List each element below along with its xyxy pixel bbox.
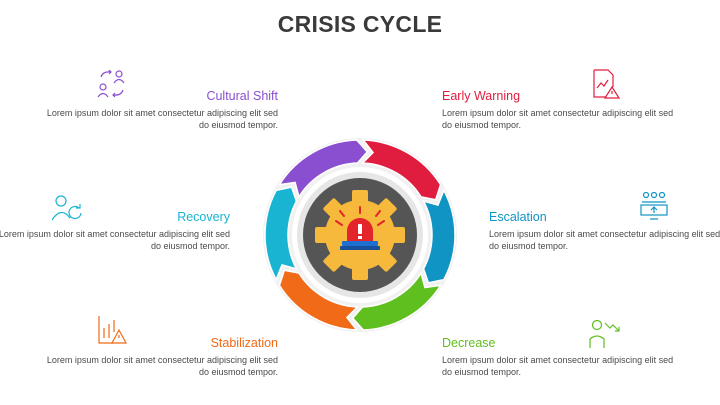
stage-text-escalation: Lorem ipsum dolor sit amet consectetur a… [489,229,720,251]
stage-block-recovery: Recovery Lorem ipsum dolor sit amet cons… [0,210,230,252]
stage-text-early-warning: Lorem ipsum dolor sit amet consectetur a… [442,108,674,130]
stage-block-decrease: Decrease Lorem ipsum dolor sit amet cons… [442,336,682,378]
ring-segment-decrease [351,271,443,331]
chart-warning-icon [98,316,128,344]
stage-block-escalation: Escalation Lorem ipsum dolor sit amet co… [489,210,720,252]
stage-block-cultural-shift: Cultural Shift Lorem ipsum dolor sit ame… [38,89,278,131]
gear-alarm-icon [315,190,405,280]
ring-segment-early-warning [360,139,442,201]
stage-heading-recovery: Recovery [177,210,230,224]
team-escalation-icon [640,191,668,220]
ring-segment-escalation [422,188,456,284]
person-decrease-icon [589,319,620,348]
stage-heading-cultural-shift: Cultural Shift [206,89,278,103]
stage-heading-escalation: Escalation [489,210,547,224]
document-warning-icon [593,69,621,99]
stage-text-cultural-shift: Lorem ipsum dolor sit amet consectetur a… [46,108,278,130]
stage-text-stabilization: Lorem ipsum dolor sit amet consectetur a… [46,355,278,377]
stage-text-recovery: Lorem ipsum dolor sit amet consectetur a… [0,229,230,251]
stage-heading-early-warning: Early Warning [442,89,521,103]
page-title: CRISIS CYCLE [277,11,443,37]
ring-segment-recovery [264,186,298,282]
ring-segment-stabilization [278,269,360,331]
stage-block-stabilization: Stabilization Lorem ipsum dolor sit amet… [38,336,278,378]
stage-heading-stabilization: Stabilization [210,336,278,350]
stage-block-early-warning: Early Warning Lorem ipsum dolor sit amet… [442,89,682,131]
center-hub [292,167,428,303]
stage-heading-decrease: Decrease [442,336,496,350]
ring-segment-cultural-shift [277,139,369,199]
person-refresh-icon [51,195,82,221]
stage-text-decrease: Lorem ipsum dolor sit amet consectetur a… [442,355,674,377]
people-exchange-icon [97,69,125,98]
